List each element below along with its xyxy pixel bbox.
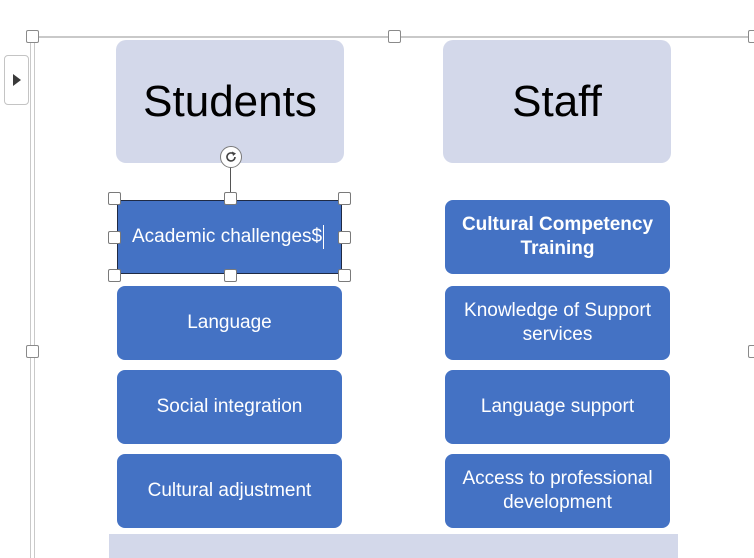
item-label: Language [187, 312, 272, 333]
frame-resize-handle-top-right[interactable] [748, 30, 754, 43]
item-label: Access to professional development [462, 468, 653, 513]
rotate-connector-line [230, 166, 231, 195]
shape-resize-handle-top-right[interactable] [338, 192, 351, 205]
smartart-frame-left [30, 36, 35, 558]
rotate-icon [226, 151, 236, 162]
item-label: Academic challenges$ [132, 226, 323, 247]
student-item-social-integration[interactable]: Social integration [117, 370, 342, 444]
triangle-right-icon [12, 74, 21, 86]
item-label: Social integration [156, 396, 303, 417]
shape-resize-handle-top-middle[interactable] [224, 192, 237, 205]
item-label: Cultural Competency Training [461, 214, 654, 259]
header-students[interactable]: Students [116, 40, 344, 163]
staff-item-access-to-professional-development[interactable]: Access to professional development [445, 454, 670, 528]
text-cursor [323, 225, 325, 249]
shape-resize-handle-bottom-left[interactable] [108, 269, 121, 282]
shape-resize-handle-bottom-middle[interactable] [224, 269, 237, 282]
item-label: Cultural adjustment [147, 480, 312, 501]
student-item-cultural-adjustment[interactable]: Cultural adjustment [117, 454, 342, 528]
shape-resize-handle-middle-left[interactable] [108, 231, 121, 244]
shape-resize-handle-top-left[interactable] [108, 192, 121, 205]
rotate-handle[interactable] [220, 146, 242, 168]
text-pane-expand-tab[interactable] [4, 55, 29, 105]
shape-resize-handle-bottom-right[interactable] [338, 269, 351, 282]
student-item-language[interactable]: Language [117, 286, 342, 360]
header-staff[interactable]: Staff [443, 40, 671, 163]
staff-item-language-support[interactable]: Language support [445, 370, 670, 444]
item-label: Language support [480, 396, 635, 417]
student-item-academic-challenges[interactable]: Academic challenges$ [117, 200, 342, 274]
bottom-bar-shape[interactable] [109, 534, 678, 558]
frame-resize-handle-top-middle[interactable] [388, 30, 401, 43]
frame-resize-handle-middle-left[interactable] [26, 345, 39, 358]
frame-resize-handle-middle-right[interactable] [748, 345, 754, 358]
staff-item-knowledge-of-support-services[interactable]: Knowledge of Support services [445, 286, 670, 360]
shape-resize-handle-middle-right[interactable] [338, 231, 351, 244]
item-label: Knowledge of Support services [464, 300, 651, 345]
frame-resize-handle-top-left[interactable] [26, 30, 39, 43]
staff-item-cultural-competency-training[interactable]: Cultural Competency Training [445, 200, 670, 274]
